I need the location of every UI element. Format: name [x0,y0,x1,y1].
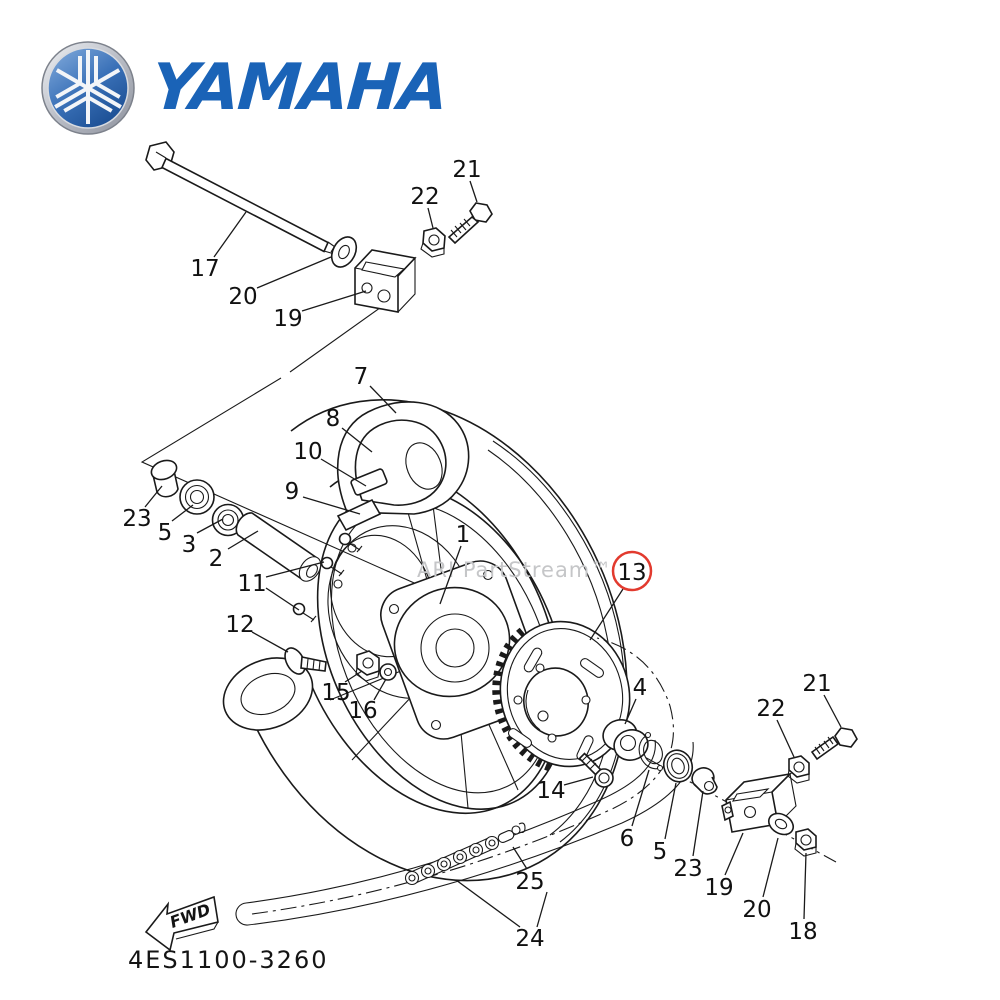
callout-1: 1 [456,522,471,548]
leader-line-19 [301,290,367,312]
chain-links-detail [404,822,526,886]
callout-17: 17 [190,256,219,282]
callout-15: 15 [321,680,350,706]
leader-line-9 [302,496,361,515]
callout-25: 25 [515,869,544,895]
sprocket [492,620,631,772]
callout-21: 21 [452,157,481,183]
leader-line-22 [427,207,434,229]
leader-line-3 [196,518,224,534]
leader-line-14 [563,776,594,786]
axle-nut-inner [355,650,380,682]
leader-line-8 [341,427,373,453]
small-washer-16 [379,663,397,681]
leader-line-7 [369,385,397,414]
leader-line-20 [256,256,332,289]
callout-22: 22 [756,696,785,722]
drawing-number: 4ES1100-3260 [128,946,328,974]
chain-puller-block-top [354,249,417,313]
leader-line-5 [171,504,194,522]
callout-23: 23 [122,506,151,532]
rear-axle-bolt [145,141,353,261]
leader-line-1 [439,545,462,605]
callout-20: 20 [228,284,257,310]
callout-6: 6 [620,826,635,852]
leader-line-20 [762,837,779,898]
axle-nut-bottom [794,828,817,857]
leader-line-22 [776,719,795,758]
callout-23: 23 [673,856,702,882]
callout-18: 18 [788,919,817,945]
leader-line-2 [227,530,259,550]
callout-20: 20 [742,897,771,923]
leader-line-17 [213,211,247,258]
adjuster-nut-bottom [787,755,810,784]
leader-line-4 [624,698,637,725]
circlip [638,731,664,772]
callout-22: 22 [410,184,439,210]
callout-7: 7 [354,364,369,390]
oil-seal-right [662,749,694,783]
callout-19: 19 [273,306,302,332]
adjuster-bolt-bottom [810,727,858,761]
spacer-collar-right [691,767,718,795]
callout-19: 19 [704,875,733,901]
leader-line-23 [144,485,163,508]
spacer-collar-left [150,459,179,498]
yamaha-logo: YAMAHA [38,38,449,138]
leader-line-11 [265,561,325,578]
leader-line-25 [512,846,528,870]
callout-12: 12 [225,612,254,638]
hub-spacer-tube [235,512,322,582]
callout-11: 11 [237,571,266,597]
leader-line-11 [265,587,300,611]
adjuster-nut-top [420,227,446,258]
leader-line-6 [631,769,650,827]
leader-line-23 [692,790,704,857]
callout-5: 5 [158,520,173,546]
tube-and-rim-band [336,401,470,532]
callout-2: 2 [209,546,224,572]
fwd-arrow: FWD [144,895,219,952]
leader-line-21 [823,694,842,728]
callout-8: 8 [326,406,341,432]
callout-21: 21 [802,671,831,697]
callout-13: 13 [617,560,646,586]
swingarm-bolt [284,647,327,675]
leader-line-19 [724,832,744,876]
master-link [497,822,526,843]
leader-line-13 [589,588,624,641]
sprocket-bolt [578,752,614,788]
wheel-bearing-left-outer [179,479,215,515]
leader-line-24 [536,891,548,928]
leader-line-5 [664,782,677,840]
callout-14: 14 [536,778,565,804]
adjuster-bolt-top [447,202,493,245]
leader-line-21 [469,180,478,203]
callout-5: 5 [653,839,668,865]
callout-16: 16 [348,698,377,724]
leader-line-15 [344,670,363,683]
callout-24: 24 [515,926,544,952]
yamaha-tuning-fork-emblem-icon [41,41,135,135]
callout-9: 9 [285,479,300,505]
callout-10: 10 [293,439,322,465]
leader-line-24 [455,879,521,928]
watermark: ARI PartStream™ [417,558,612,582]
leader-line-12 [251,631,289,653]
washer-bottom [767,812,795,836]
leader-line-16 [373,678,387,701]
leader-line-18 [803,852,807,920]
leader-line-10 [320,458,367,487]
axle-washer [330,236,358,268]
callout-3: 3 [182,532,197,558]
highlight-circle-13 [611,550,653,592]
callout-4: 4 [633,675,648,701]
